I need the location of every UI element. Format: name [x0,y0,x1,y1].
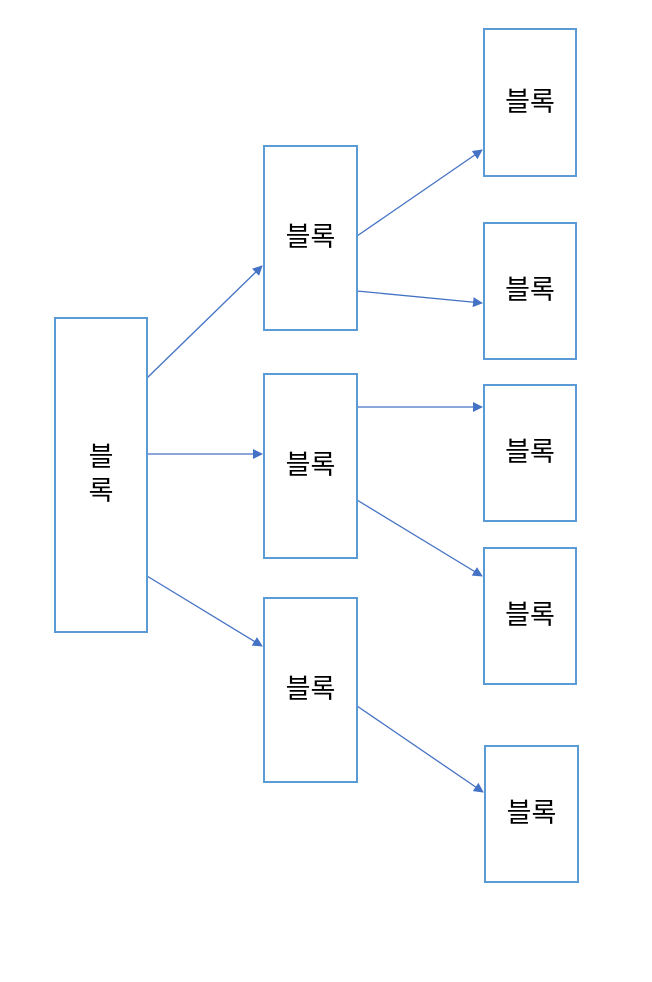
level2-block-2: 블록 [263,373,358,559]
level3-block-5-label: 블록 [506,798,557,830]
level3-block-2: 블록 [483,222,577,360]
level3-block-1-label: 블록 [505,86,555,118]
arrow-block-2-to-leaf-4 [356,499,483,577]
root-block: 블록 [54,317,148,633]
level3-block-4-label: 블록 [505,600,555,632]
arrow-root-to-block-3 [146,575,263,647]
level2-block-2-label: 블록 [285,450,336,482]
level2-block-1-label: 블록 [285,222,336,254]
arrow-block-1-to-leaf-1 [356,149,483,237]
level3-block-3-label: 블록 [505,437,555,469]
level2-block-3: 블록 [263,597,358,783]
level3-block-2-label: 블록 [505,275,555,307]
level3-block-5: 블록 [484,745,579,883]
level2-block-1: 블록 [263,145,358,331]
root-block-label: 블록 [88,442,114,507]
level3-block-4: 블록 [483,547,577,685]
level3-block-3: 블록 [483,384,577,522]
arrow-block-1-to-leaf-2 [356,290,483,308]
arrow-block-3-to-leaf-5 [356,705,484,793]
level3-block-1: 블록 [483,28,577,177]
level2-block-3-label: 블록 [285,674,336,706]
arrow-root-to-block-1 [146,265,263,379]
